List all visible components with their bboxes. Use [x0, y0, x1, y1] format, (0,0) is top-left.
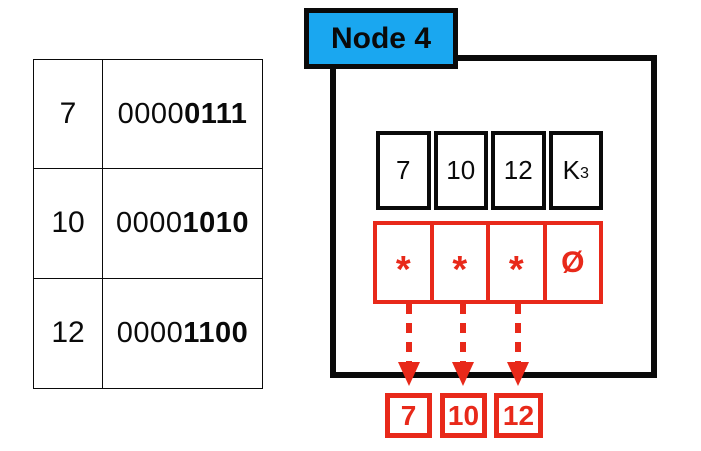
leaf-box: 10 — [440, 393, 487, 438]
null-pointer-symbol: Ø — [561, 245, 585, 279]
node-outline — [330, 55, 657, 378]
table-cell-value: 7 — [34, 60, 103, 170]
arrow-head — [507, 362, 529, 386]
pointer-arrow — [506, 304, 530, 386]
pointer-arrow — [397, 304, 421, 386]
binary-prefix: 0000 — [116, 316, 184, 349]
arrow-dashed-line — [515, 304, 521, 362]
arrow-head — [452, 362, 474, 386]
key-label: 7 — [396, 155, 411, 185]
key-label: K — [562, 155, 580, 185]
key-label: 10 — [446, 155, 476, 185]
binary-suffix-bold: 0111 — [184, 97, 248, 130]
table-cell-value: 10 — [34, 169, 103, 279]
node-title-box: Node 4 — [304, 8, 458, 69]
leaf-box: 7 — [385, 393, 432, 438]
pointer-star: * — [508, 248, 524, 291]
pointer-cell: Ø — [542, 225, 599, 300]
binary-suffix-bold: 1100 — [183, 316, 249, 349]
arrow-head — [398, 362, 420, 386]
table-cell-value: 12 — [34, 278, 103, 388]
leaf-value: 12 — [502, 399, 535, 431]
binary-prefix: 0000 — [117, 97, 185, 130]
key-cell: 7 — [376, 131, 431, 210]
pointer-star: * — [452, 248, 468, 291]
arrow-dashed-line — [406, 304, 412, 362]
leaf-value: 10 — [447, 399, 480, 431]
leaf-value: 7 — [400, 399, 417, 431]
pointer-cell: * — [486, 225, 543, 300]
key-label: 12 — [503, 155, 533, 185]
pointer-arrow — [451, 304, 475, 386]
pointer-cell: * — [429, 225, 486, 300]
binary-prefix: 0000 — [115, 206, 183, 239]
pointer-cell: * — [377, 225, 430, 300]
pointer-row: * * * Ø — [373, 221, 603, 304]
node-title: Node 4 — [330, 21, 432, 55]
leaf-box: 12 — [494, 393, 543, 438]
key-subscript: 3 — [579, 163, 589, 182]
pointer-star: * — [395, 248, 411, 291]
key-cell: 12 — [491, 131, 546, 210]
key-cell: 10 — [433, 131, 488, 210]
binary-suffix-bold: 1010 — [182, 206, 250, 239]
arrow-dashed-line — [460, 304, 466, 362]
